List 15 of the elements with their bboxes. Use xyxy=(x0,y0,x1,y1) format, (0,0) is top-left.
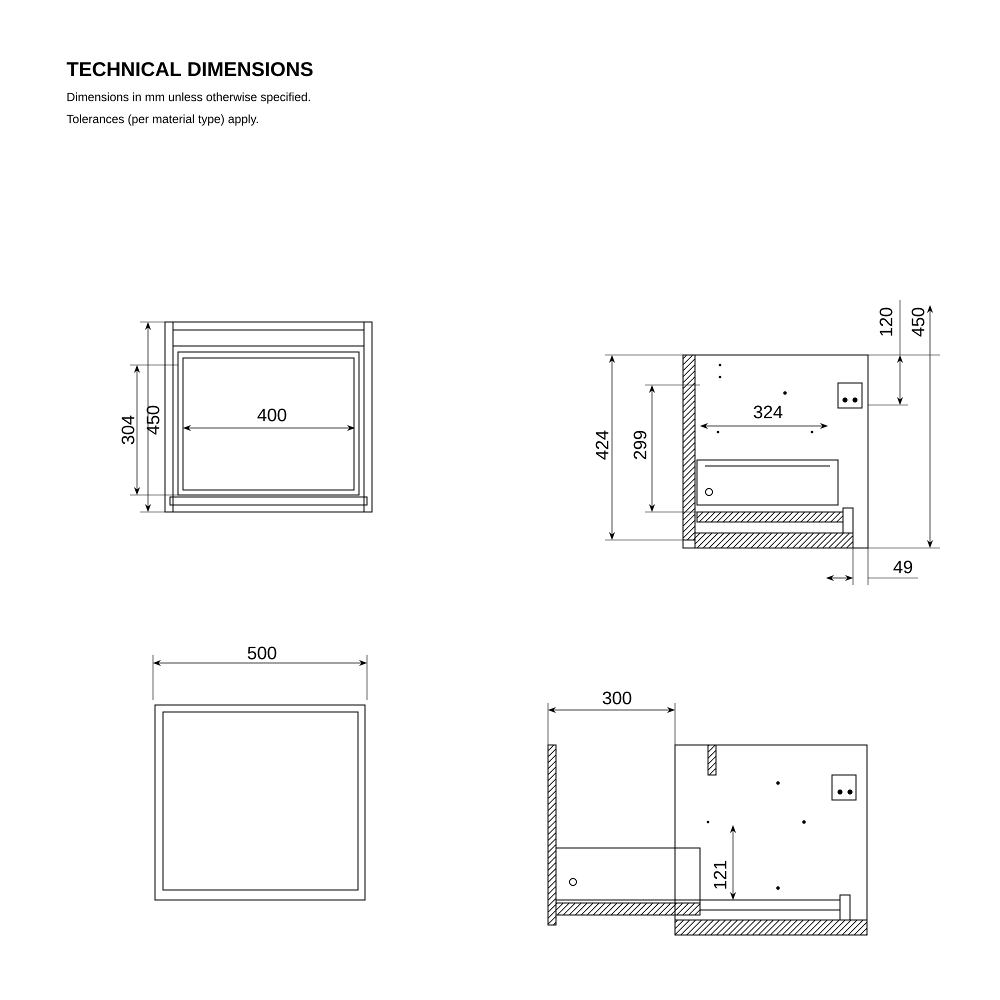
dimension-label: 304 xyxy=(122,416,134,444)
dimension-label: 424 xyxy=(596,430,608,460)
dimension-label: 450 xyxy=(912,308,924,337)
title: TECHNICAL DIMENSIONS xyxy=(66,62,313,76)
dimension-label: 120 xyxy=(880,308,892,336)
dimension-label: 500 xyxy=(248,646,276,660)
note: Dimensions in mm unless otherwise specified. xyxy=(67,92,310,104)
dimension-label: 299 xyxy=(634,430,646,460)
note: Tolerances (per material type) apply. xyxy=(66,114,258,126)
dimension-label: 121 xyxy=(714,860,726,889)
dimension-label: 324 xyxy=(754,406,782,418)
dimension-label: 300 xyxy=(602,692,632,704)
dimension-label: 450 xyxy=(146,406,160,435)
dimension-label: 400 xyxy=(257,408,286,422)
dimension-label: 49 xyxy=(893,560,912,574)
